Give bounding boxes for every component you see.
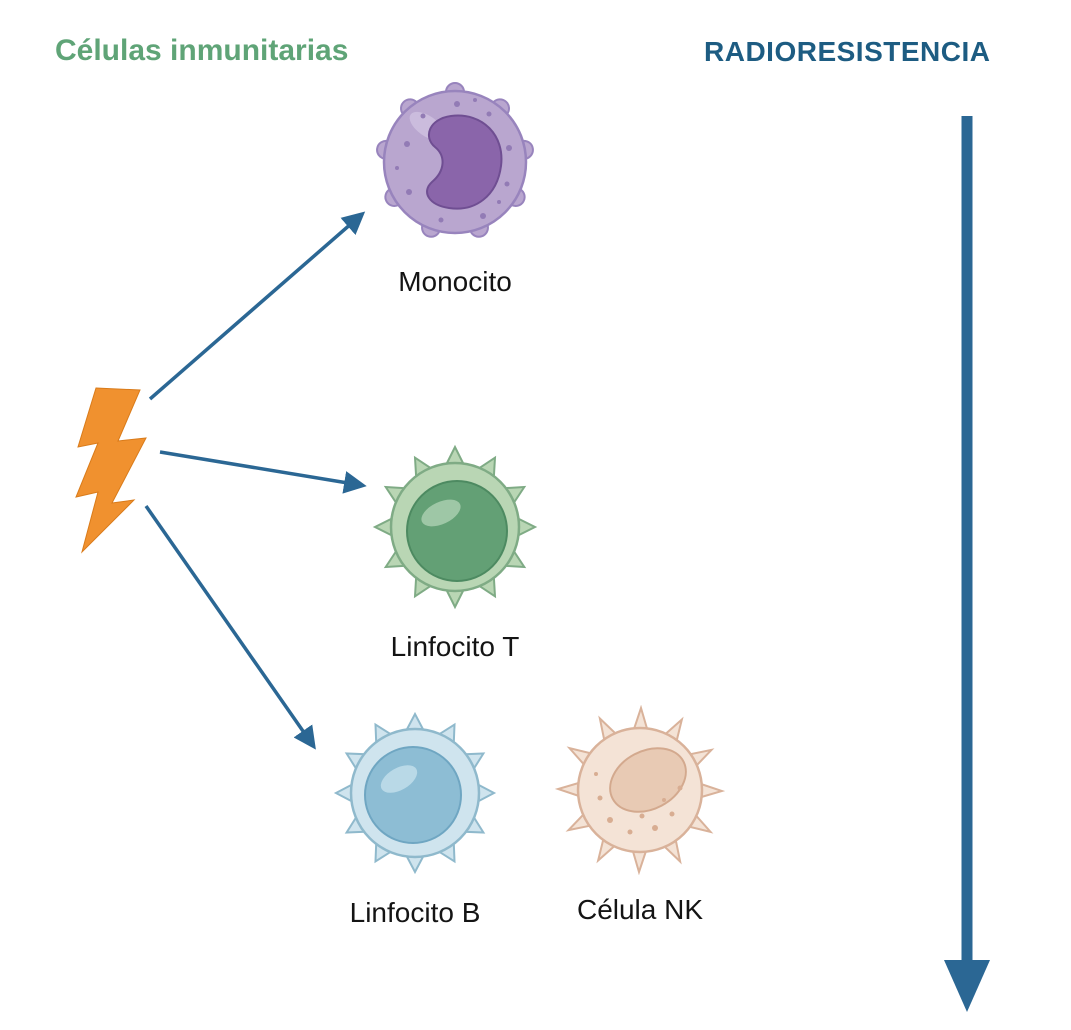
- monocito-label: Monocito: [398, 266, 512, 297]
- celula-nk-group: Célula NK: [555, 704, 725, 926]
- linfocito-b-group: Linfocito B: [330, 708, 500, 929]
- celula-nk-granules: [594, 772, 683, 835]
- linfocito-t-group: Linfocito T: [370, 442, 540, 663]
- title-immune-cells: Células inmunitarias: [55, 34, 349, 67]
- radioresistance-arrow-head: [944, 960, 990, 1012]
- linfocito-t-label: Linfocito T: [390, 631, 520, 662]
- title-radioresistance: RADIORESISTENCIA: [704, 36, 991, 67]
- arrow-to-monocito: [148, 211, 366, 401]
- linfocito-t-nucleus-highlight: [421, 499, 461, 527]
- monocito-cell-illustration: [374, 82, 536, 241]
- linfocito-t-nucleus: [406, 480, 508, 582]
- celula-nk-cell-illustration: [557, 704, 723, 873]
- linfocito-b-nucleus-highlight: [380, 765, 418, 793]
- celula-nk-label: Célula NK: [576, 894, 704, 925]
- monocito-nucleus: [426, 114, 503, 210]
- radiation-bolt-icon: [75, 387, 147, 554]
- arrow-to-linfocito-t: [159, 450, 367, 494]
- radioresistance-scale-arrow: [944, 116, 990, 1012]
- effect-arrows: [144, 211, 367, 750]
- linfocito-b-label: Linfocito B: [349, 897, 481, 928]
- linfocito-b-nucleus: [364, 746, 462, 844]
- linfocito-t-cell-illustration: [374, 444, 536, 608]
- linfocito-b-cell-illustration: [335, 711, 495, 873]
- monocito-granules: [395, 98, 512, 223]
- monocito-group: Monocito: [370, 77, 540, 298]
- celula-nk-nucleus: [609, 747, 687, 813]
- arrow-to-linfocito-b: [144, 504, 316, 750]
